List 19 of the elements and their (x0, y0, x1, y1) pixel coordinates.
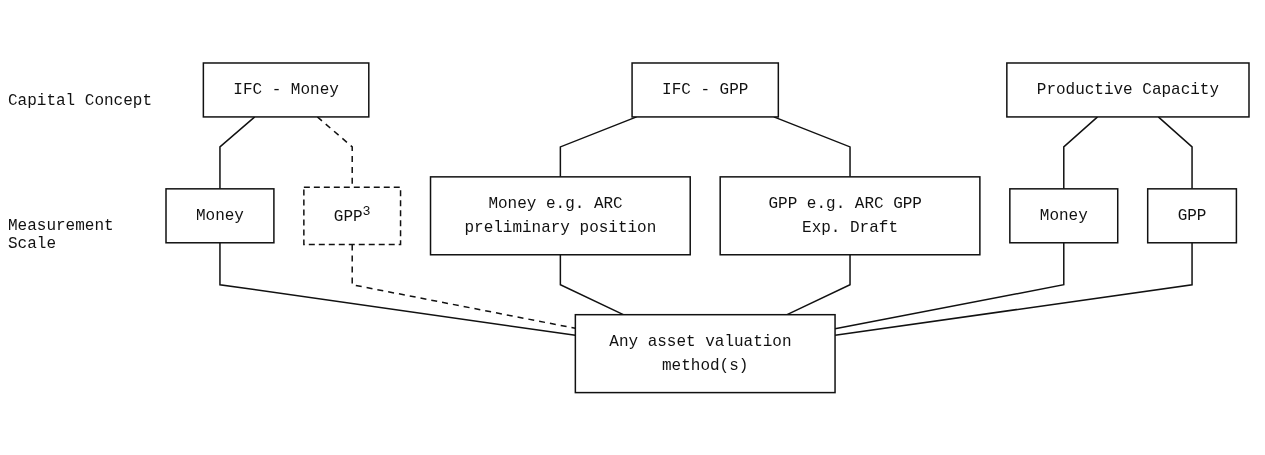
node-box: GPP (1146, 187, 1238, 244)
connector (1157, 115, 1193, 190)
connector (1063, 115, 1099, 190)
node-box: GPP$^{3}$ (303, 186, 402, 245)
node-box: Money e.g. ARC preliminary position (429, 175, 691, 256)
node-box: Money (1009, 187, 1119, 244)
row-label: Measurement Scale (8, 217, 115, 254)
connector (559, 253, 625, 316)
node-box: Productive Capacity (1006, 61, 1250, 118)
node-box: IFC - GPP (631, 61, 780, 118)
row-label: Capital Concept (8, 91, 154, 110)
connector (786, 253, 851, 316)
node-box: IFC - Money (202, 61, 370, 118)
connector (773, 115, 851, 178)
node-box: Any asset valuation method(s) (574, 313, 836, 394)
connector (219, 115, 256, 190)
node-box: GPP e.g. ARC GPP Exp. Draft (719, 175, 981, 256)
node-box: Money (165, 187, 275, 244)
connector (559, 115, 638, 178)
